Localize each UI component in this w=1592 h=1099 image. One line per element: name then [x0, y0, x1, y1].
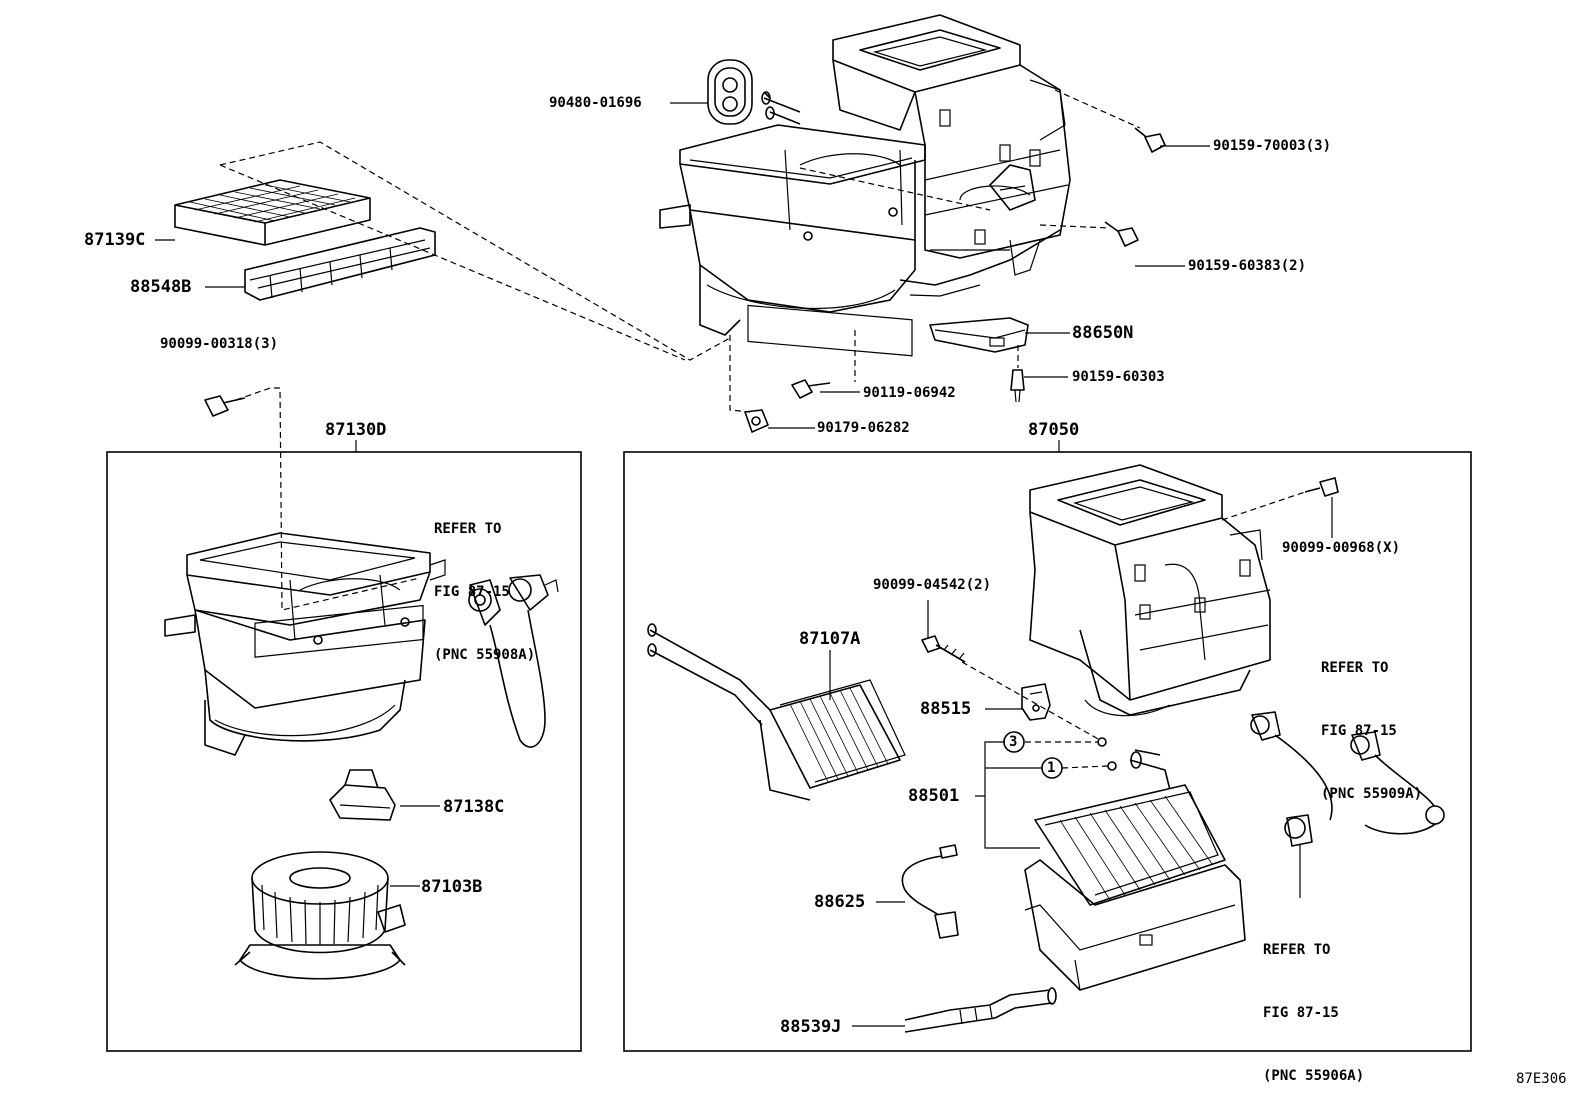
- callout-1: 1: [1047, 760, 1056, 776]
- label-90099-00318: 90099-00318(3): [160, 336, 279, 352]
- blower-motor-87103B: [234, 851, 406, 980]
- note-line: (PNC 55906A): [1263, 1068, 1365, 1084]
- label-88501: 88501: [908, 786, 960, 806]
- evaporator-88501: [1034, 749, 1226, 906]
- drain-hose-88539J: [904, 987, 1057, 1033]
- o-ring-1: [1107, 761, 1117, 771]
- screw-90099-04542: [921, 635, 966, 663]
- note-line: REFER TO: [434, 521, 502, 537]
- label-88515: 88515: [920, 699, 972, 719]
- group-box-87050: [623, 451, 1472, 1052]
- label-88548B: 88548B: [130, 277, 192, 297]
- label-87050: 87050: [1028, 420, 1080, 440]
- servo-harness-55909A: [1250, 711, 1445, 835]
- label-88650N: 88650N: [1072, 323, 1134, 343]
- note-line: FIG 87-15: [1321, 723, 1397, 739]
- label-87139C: 87139C: [84, 230, 146, 250]
- label-87130D: 87130D: [325, 420, 387, 440]
- hvac-unit-assembly: [659, 14, 1071, 357]
- note-refer-55906A: REFER TO FIG 87-15 (PNC 55906A): [1263, 898, 1364, 1099]
- note-refer-55908A: REFER TO FIG 87-15 (PNC 55908A): [434, 477, 535, 687]
- bolt-90159-60383: [1104, 221, 1139, 247]
- bolt-90119-06942: [791, 379, 831, 399]
- label-88539J: 88539J: [780, 1017, 842, 1037]
- bolt-90099-00968: [1304, 477, 1339, 497]
- thermistor-88625: [901, 844, 959, 939]
- label-90159-70003: 90159-70003(3): [1213, 138, 1332, 154]
- heater-unit-87050: [1029, 464, 1271, 717]
- clip-90159-60303: [1010, 369, 1025, 403]
- label-87138C: 87138C: [443, 797, 505, 817]
- group-box-87130D: [106, 451, 582, 1052]
- label-90099-04542: 90099-04542(2): [873, 577, 992, 593]
- note-line: FIG 87-15: [1263, 1005, 1339, 1021]
- nut-90179-06282: [744, 409, 769, 433]
- note-line: REFER TO: [1263, 942, 1331, 958]
- label-87107A: 87107A: [799, 629, 861, 649]
- note-line: REFER TO: [1321, 660, 1389, 676]
- servo-harness-55906A: [1284, 814, 1313, 847]
- callout-3: 3: [1009, 734, 1018, 750]
- servo-harness-55908A: [468, 574, 559, 748]
- reference-lines: [219, 89, 1306, 769]
- blower-unit-87130D: [164, 532, 446, 756]
- label-90099-00968: 90099-00968(X): [1282, 540, 1401, 556]
- heater-core-87107A: [647, 623, 906, 801]
- bolt-90159-70003: [1134, 127, 1166, 153]
- note-refer-55909A: REFER TO FIG 87-15 (PNC 55909A): [1321, 616, 1422, 826]
- label-90119-06942: 90119-06942: [863, 385, 956, 401]
- label-88625: 88625: [814, 892, 866, 912]
- lower-case: [1024, 859, 1246, 991]
- label-90159-60383: 90159-60383(2): [1188, 258, 1307, 274]
- resistor-87138C: [329, 769, 396, 821]
- leader-lines: [155, 102, 1333, 1027]
- resistor-88650N: [929, 317, 1029, 353]
- note-line: (PNC 55909A): [1321, 786, 1423, 802]
- filter-87139C: [174, 179, 371, 246]
- label-90159-60303: 90159-60303: [1072, 369, 1165, 385]
- note-line: FIG 87-15: [434, 584, 510, 600]
- figure-id: 87E306: [1516, 1071, 1567, 1087]
- expansion-valve-88515: [1021, 683, 1051, 721]
- label-90480-01696: 90480-01696: [549, 95, 642, 111]
- o-ring-3: [1097, 737, 1107, 747]
- note-line: (PNC 55908A): [434, 647, 536, 663]
- bolt-90099-00318: [204, 395, 246, 417]
- label-87103B: 87103B: [421, 877, 483, 897]
- label-90179-06282: 90179-06282: [817, 420, 910, 436]
